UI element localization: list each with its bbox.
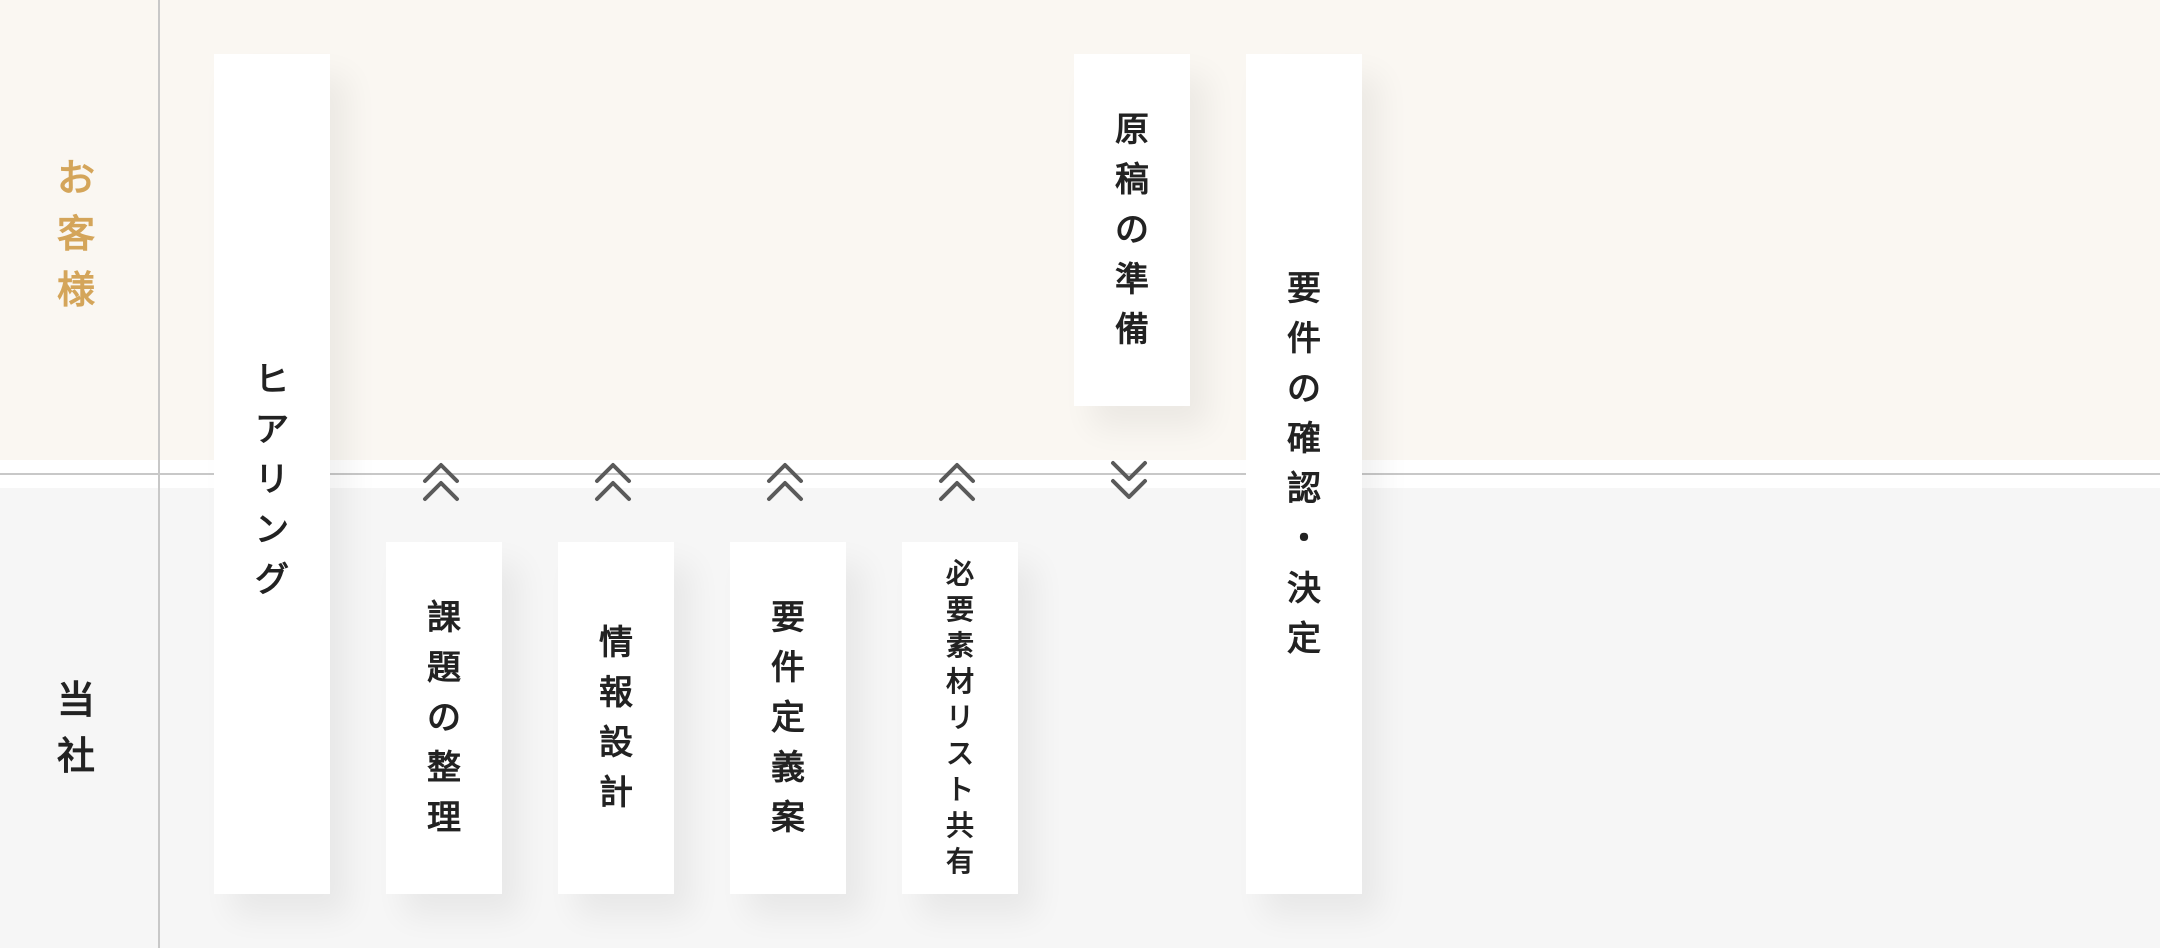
double-chevron-up-icon [595, 463, 631, 501]
char: 必 [945, 557, 974, 590]
char: 備 [1115, 310, 1149, 350]
company-lane [0, 488, 2160, 948]
double-chevron-up-icon [423, 463, 459, 501]
char: 有 [945, 845, 974, 878]
char: 義 [771, 748, 805, 788]
char: 稿 [1115, 160, 1149, 200]
step-card-confirm-requirements: 要 件 の 確 認 ・ 決 定 [1246, 54, 1362, 894]
char: ン [255, 510, 289, 550]
lane-divider [0, 473, 2160, 475]
char: リ [255, 460, 289, 500]
char: 設 [599, 723, 633, 763]
client-lane-label: お 客 様 [0, 150, 152, 318]
char: 材 [945, 665, 974, 698]
char: ス [945, 737, 974, 770]
char: ヒ [255, 360, 289, 400]
double-chevron-up-icon [767, 463, 803, 501]
double-chevron-up-icon [939, 463, 975, 501]
label-char: 当 [56, 678, 95, 722]
step-card-hearing: ヒ ア リ ン グ [214, 54, 330, 894]
step-card-materials-list: 必 要 素 材 リ ス ト 共 有 [902, 542, 1018, 894]
char: 定 [1287, 619, 1321, 659]
char: 案 [771, 798, 805, 838]
label-char: 社 [56, 734, 95, 778]
char: 計 [599, 773, 633, 813]
char: 素 [945, 629, 974, 662]
step-card-draft-preparation: 原 稿 の 準 備 [1074, 54, 1190, 406]
char: 決 [1287, 569, 1321, 609]
char: 要 [945, 593, 974, 626]
char: の [1287, 369, 1321, 409]
char: の [1115, 210, 1149, 250]
step-card-requirements-draft: 要 件 定 義 案 [730, 542, 846, 894]
char: 件 [1287, 319, 1321, 359]
label-column-divider [158, 0, 160, 948]
char: の [427, 698, 461, 738]
char: 整 [427, 748, 461, 788]
char: 情 [599, 623, 633, 663]
char: 共 [945, 809, 974, 842]
char: ト [945, 773, 974, 806]
label-char: 様 [56, 268, 95, 312]
char: ・ [1287, 519, 1321, 559]
char: 理 [427, 798, 461, 838]
char: 件 [771, 648, 805, 688]
char: 題 [427, 648, 461, 688]
char: 報 [599, 673, 633, 713]
char: 原 [1115, 110, 1149, 150]
char: 認 [1287, 469, 1321, 509]
step-card-issues: 課 題 の 整 理 [386, 542, 502, 894]
char: 準 [1115, 260, 1149, 300]
char: リ [945, 701, 974, 734]
char: 要 [771, 598, 805, 638]
char: 課 [427, 598, 461, 638]
char: 定 [771, 698, 805, 738]
char: 確 [1287, 419, 1321, 459]
label-char: 客 [56, 212, 95, 256]
label-char: お [56, 156, 95, 200]
char: 要 [1287, 269, 1321, 309]
char: ア [255, 410, 289, 450]
double-chevron-down-icon [1111, 461, 1147, 499]
char: グ [255, 560, 289, 600]
company-lane-label: 当 社 [0, 672, 152, 784]
step-card-info-design: 情 報 設 計 [558, 542, 674, 894]
